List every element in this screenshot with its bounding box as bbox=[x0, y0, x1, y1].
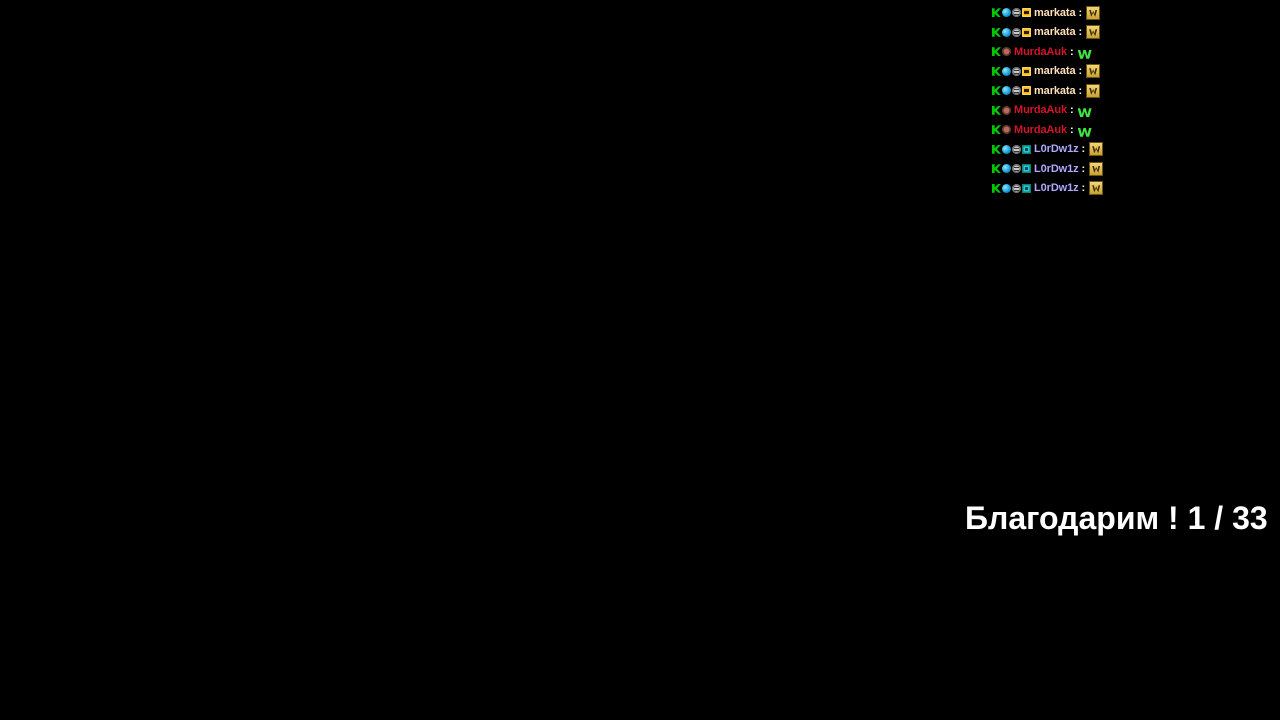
w-crown-emote[interactable] bbox=[1089, 142, 1104, 157]
chat-colon: : bbox=[1069, 45, 1074, 58]
chat-username[interactable]: markata bbox=[1034, 26, 1076, 39]
small-face-icon bbox=[1002, 47, 1011, 57]
badge-list bbox=[992, 27, 1031, 37]
badge-list bbox=[992, 8, 1031, 18]
face-icon bbox=[1012, 144, 1021, 154]
chat-username[interactable]: L0rDw1z bbox=[1034, 143, 1079, 156]
k-icon bbox=[992, 86, 1001, 96]
k-icon bbox=[992, 164, 1001, 174]
chat-message: markata: bbox=[992, 81, 1122, 101]
chat-message: L0rDw1z: bbox=[992, 159, 1122, 179]
cube-icon bbox=[1002, 164, 1011, 174]
cube-icon bbox=[1002, 183, 1011, 193]
cube-icon bbox=[1002, 66, 1011, 76]
gem-icon bbox=[1022, 183, 1031, 193]
chat-message: MurdaAuk: bbox=[992, 101, 1122, 121]
chat-colon: : bbox=[1081, 162, 1086, 175]
w-crown-emote[interactable] bbox=[1086, 83, 1101, 98]
gem-icon bbox=[1022, 164, 1031, 174]
badge-list bbox=[992, 144, 1031, 154]
chat-message: MurdaAuk: bbox=[992, 120, 1122, 140]
cube-icon bbox=[1002, 8, 1011, 18]
green-w-emote[interactable] bbox=[1077, 127, 1092, 137]
chat-message: L0rDw1z: bbox=[992, 140, 1122, 160]
chat-colon: : bbox=[1078, 26, 1083, 39]
badge-list bbox=[992, 125, 1011, 135]
k-icon bbox=[992, 144, 1001, 154]
w-crown-emote[interactable] bbox=[1086, 5, 1101, 20]
chat-colon: : bbox=[1078, 65, 1083, 78]
chat-message: MurdaAuk: bbox=[992, 42, 1122, 62]
k-icon bbox=[992, 183, 1001, 193]
chat-colon: : bbox=[1081, 143, 1086, 156]
chat-colon: : bbox=[1078, 84, 1083, 97]
w-crown-emote[interactable] bbox=[1086, 25, 1101, 40]
chat-message: markata: bbox=[992, 23, 1122, 43]
chat-username[interactable]: markata bbox=[1034, 65, 1076, 78]
chat-message: markata: bbox=[992, 62, 1122, 82]
badge-list bbox=[992, 105, 1011, 115]
face-icon bbox=[1012, 27, 1021, 37]
crown-icon bbox=[1022, 27, 1031, 37]
w-crown-emote[interactable] bbox=[1089, 161, 1104, 176]
k-icon bbox=[992, 47, 1001, 57]
crown-icon bbox=[1022, 8, 1031, 18]
chat-colon: : bbox=[1081, 182, 1086, 195]
badge-list bbox=[992, 183, 1031, 193]
badge-list bbox=[992, 164, 1031, 174]
cube-icon bbox=[1002, 144, 1011, 154]
k-icon bbox=[992, 66, 1001, 76]
small-face-icon bbox=[1002, 105, 1011, 115]
small-face-icon bbox=[1002, 125, 1011, 135]
chat-username[interactable]: markata bbox=[1034, 6, 1076, 19]
badge-list bbox=[992, 47, 1011, 57]
w-crown-emote[interactable] bbox=[1089, 181, 1104, 196]
chat-message: L0rDw1z: bbox=[992, 179, 1122, 199]
badge-list bbox=[992, 86, 1031, 96]
chat-message: markata: bbox=[992, 3, 1122, 23]
face-icon bbox=[1012, 8, 1021, 18]
crown-icon bbox=[1022, 86, 1031, 96]
face-icon bbox=[1012, 164, 1021, 174]
badge-list bbox=[992, 66, 1031, 76]
gem-icon bbox=[1022, 144, 1031, 154]
face-icon bbox=[1012, 183, 1021, 193]
green-w-emote[interactable] bbox=[1077, 49, 1092, 59]
face-icon bbox=[1012, 66, 1021, 76]
chat-colon: : bbox=[1069, 104, 1074, 117]
k-icon bbox=[992, 8, 1001, 18]
face-icon bbox=[1012, 86, 1021, 96]
k-icon bbox=[992, 125, 1001, 135]
chat-username[interactable]: markata bbox=[1034, 84, 1076, 97]
chat-colon: : bbox=[1069, 123, 1074, 136]
chat-colon: : bbox=[1078, 6, 1083, 19]
k-icon bbox=[992, 27, 1001, 37]
chat-username[interactable]: MurdaAuk bbox=[1014, 123, 1067, 136]
green-w-emote[interactable] bbox=[1077, 108, 1092, 118]
w-crown-emote[interactable] bbox=[1086, 64, 1101, 79]
k-icon bbox=[992, 105, 1001, 115]
cube-icon bbox=[1002, 86, 1011, 96]
thanks-counter: Благодарим ! 1 / 33 bbox=[965, 500, 1268, 536]
chat-username[interactable]: MurdaAuk bbox=[1014, 45, 1067, 58]
chat-username[interactable]: MurdaAuk bbox=[1014, 104, 1067, 117]
crown-icon bbox=[1022, 66, 1031, 76]
chat-username[interactable]: L0rDw1z bbox=[1034, 162, 1079, 175]
chat-feed: markata:markata:MurdaAuk:markata:markata… bbox=[992, 3, 1122, 198]
chat-username[interactable]: L0rDw1z bbox=[1034, 182, 1079, 195]
cube-icon bbox=[1002, 27, 1011, 37]
